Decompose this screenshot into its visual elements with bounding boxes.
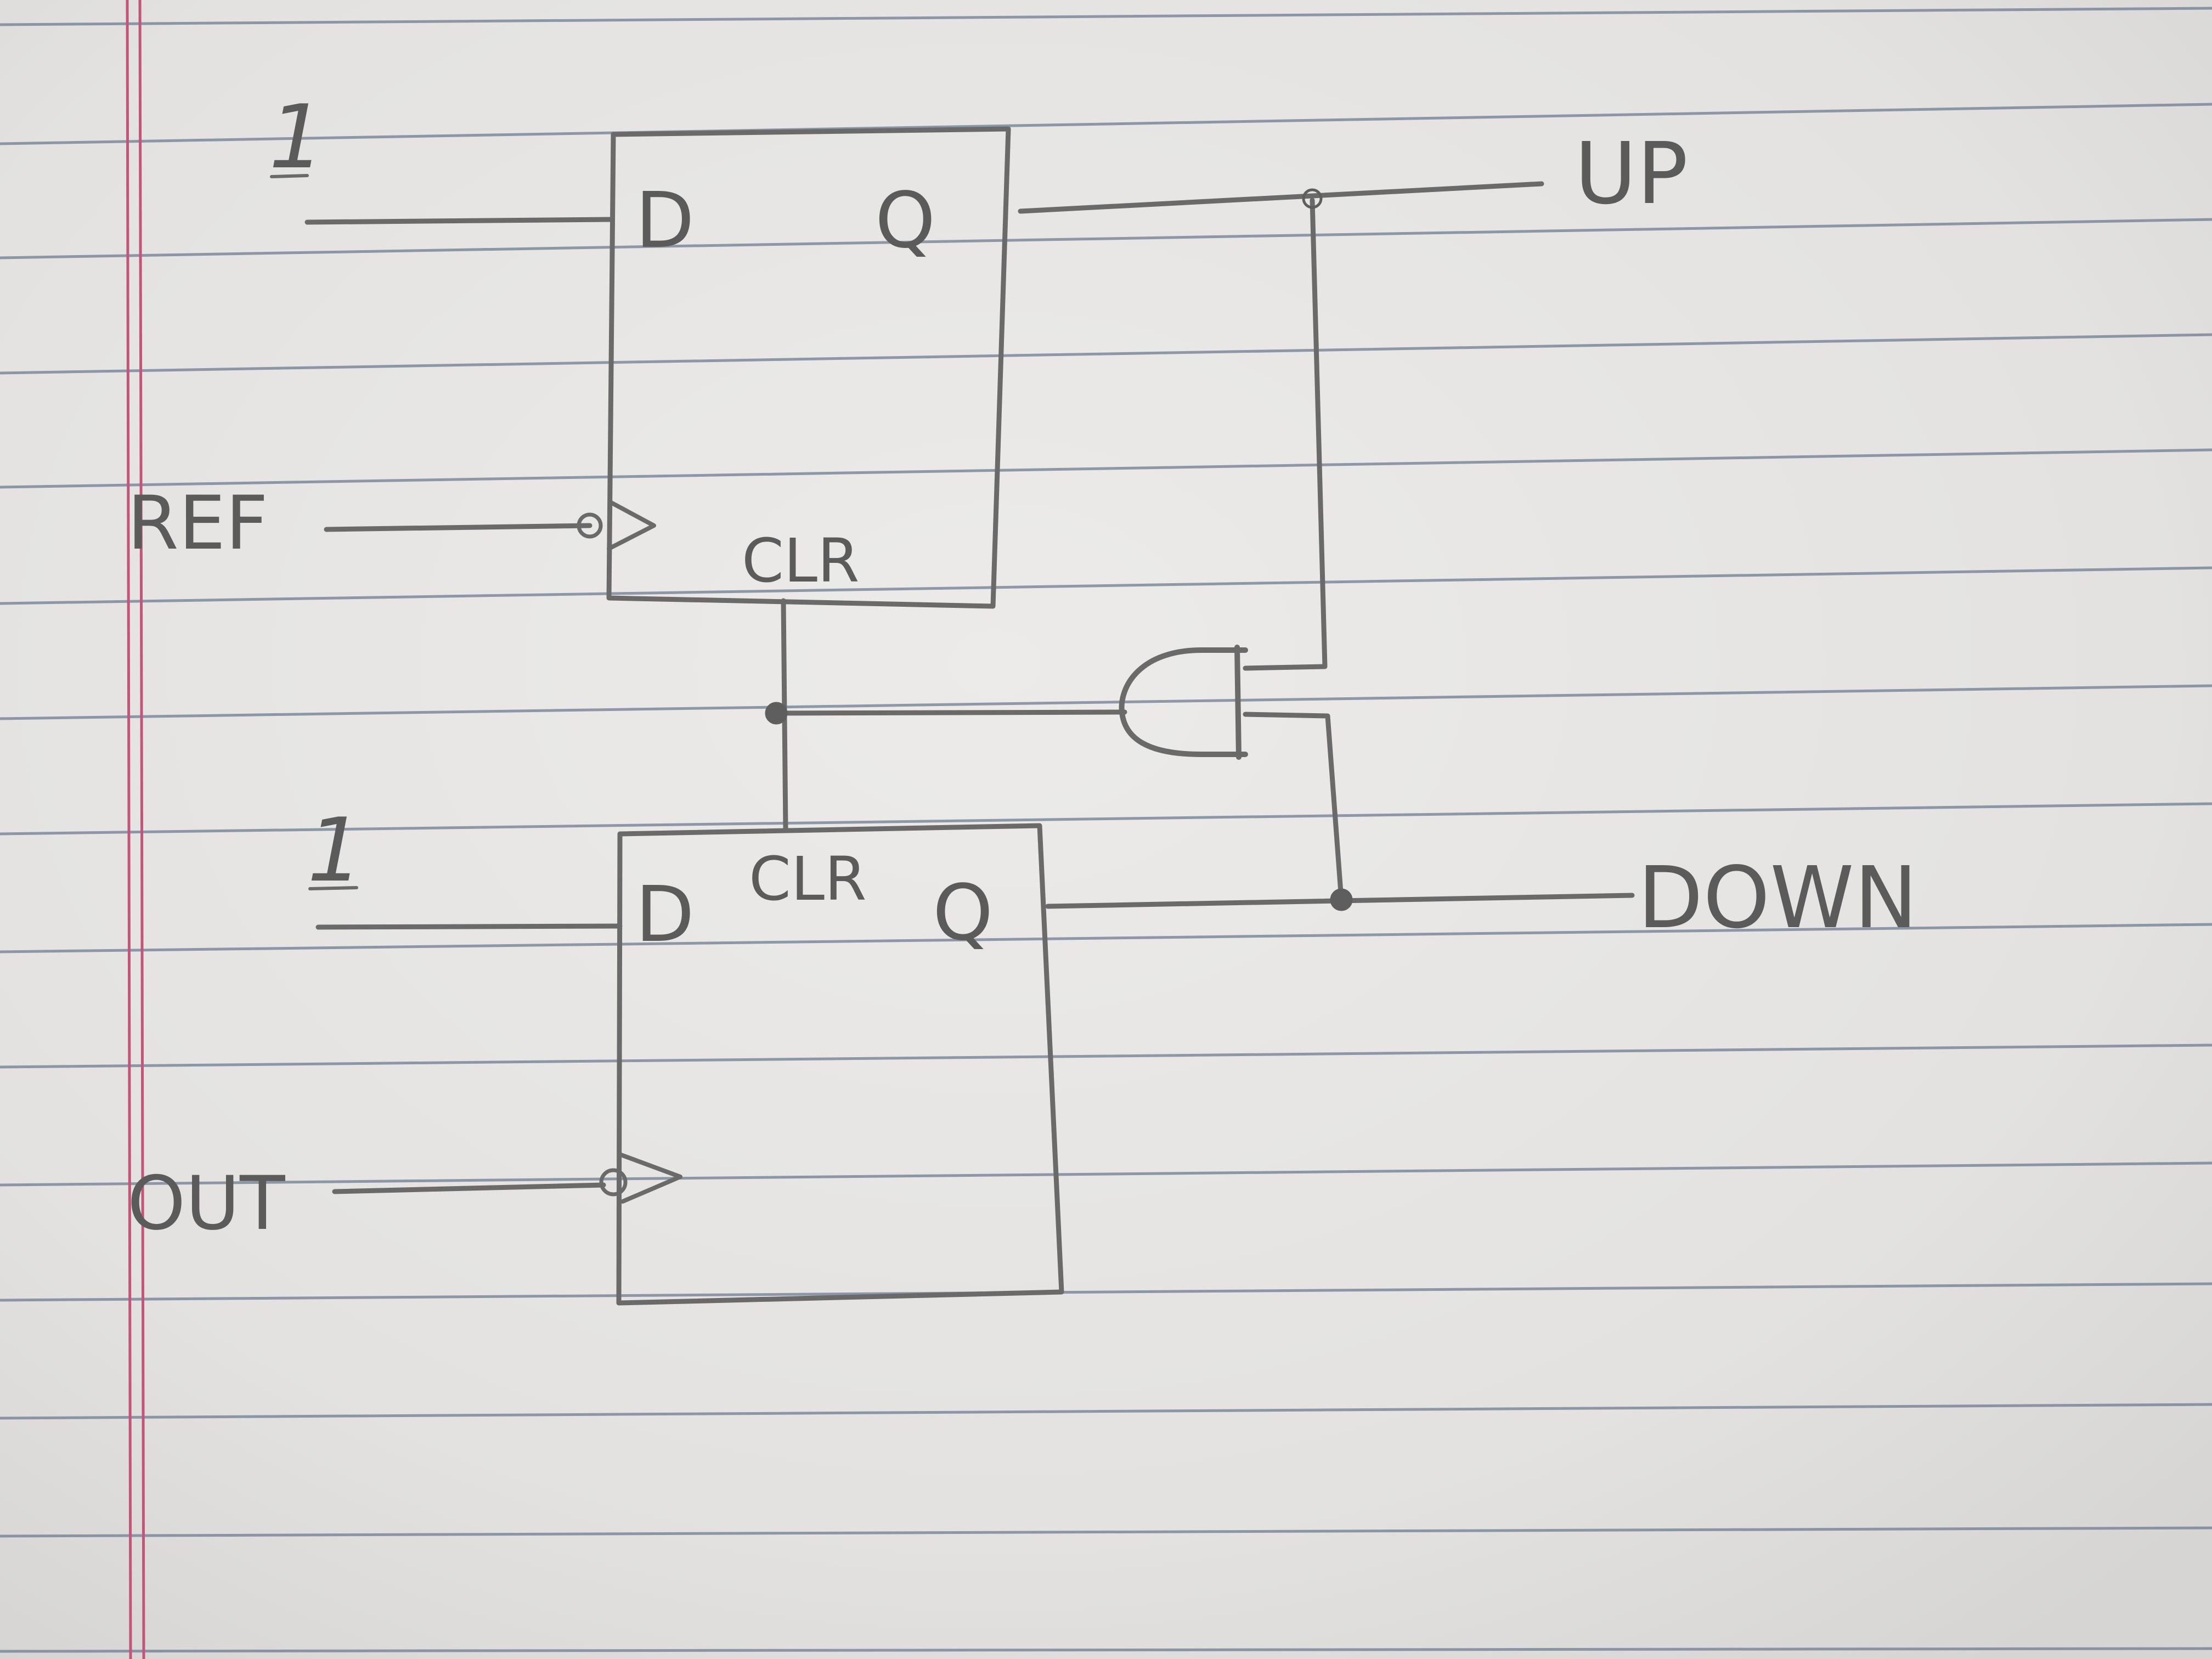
bottom-clock-input-label: OUT — [127, 1160, 285, 1246]
down-junction-dot — [1330, 888, 1353, 911]
bottom-d-input-value: 1 — [307, 799, 363, 901]
bottom-flipflop — [616, 823, 1064, 1306]
bottom-d-input-underline — [308, 886, 358, 890]
clr-junction-dot — [765, 702, 788, 725]
bottom-flipflop-box — [616, 823, 1064, 1306]
bottom-clr-pin-label: CLR — [749, 844, 867, 914]
top-flipflop — [606, 126, 1011, 609]
and-gate — [1119, 645, 1248, 760]
top-clock-input-label: REF — [127, 480, 268, 566]
top-clr-pin-label: CLR — [742, 526, 860, 596]
bottom-d-pin-label: D — [635, 870, 695, 960]
top-output-label: UP — [1575, 124, 1688, 223]
up-junction-dot — [1302, 188, 1323, 209]
top-flipflop-box — [606, 126, 1011, 609]
top-d-input-value: 1 — [269, 86, 325, 188]
bottom-clock-triangle — [619, 1153, 682, 1204]
margin-lines — [126, 0, 145, 1659]
junction-dots — [765, 188, 1353, 911]
top-d-input-wire — [304, 217, 613, 225]
up-feedback-wire — [1243, 198, 1328, 671]
bottom-output-label: DOWN — [1638, 848, 1918, 947]
out-clock-wire — [332, 1182, 606, 1194]
and-output-wire — [771, 709, 1127, 716]
ref-clock-wire — [324, 523, 592, 532]
top-d-pin-label: D — [635, 176, 695, 266]
and-gate-back-line — [1234, 645, 1242, 760]
down-feedback-wire — [1243, 712, 1344, 902]
up-output-wire — [1018, 181, 1544, 214]
and-gate-body — [1119, 647, 1248, 757]
top-q-pin-label: Q — [875, 176, 935, 266]
top-clock-bubble — [577, 512, 603, 539]
top-d-input-underline — [270, 174, 309, 178]
bottom-q-pin-label: Q — [933, 868, 993, 958]
bottom-clock-bubble — [599, 1168, 628, 1197]
top-clock-triangle — [607, 500, 656, 551]
bottom-d-input-wire — [315, 923, 623, 930]
ruled-lines — [0, 7, 2212, 1653]
